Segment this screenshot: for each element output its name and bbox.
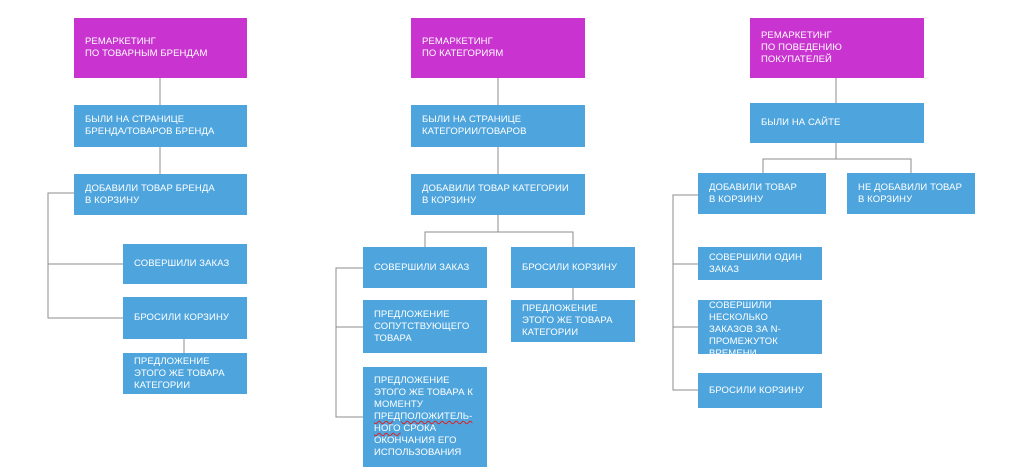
- header-brand-remarketing: Ремаркетинг по товарным брендам: [74, 18, 247, 78]
- offer-timed-text: Предложениеэтого же товара кмоментупредп…: [374, 375, 474, 458]
- node-added-to-cart: Добавили товар в корзину: [698, 173, 826, 214]
- node-category-offer-same: Предложение этого же товара категории: [511, 300, 635, 342]
- node-site-visit: Были на сайте: [750, 103, 924, 143]
- node-brand-abandoned-cart: Бросили корзину: [123, 297, 247, 339]
- header-behavior-remarketing: Ремаркетинг по поведению покупателей: [750, 18, 924, 78]
- node-category-abandoned-cart: Бросили корзину: [511, 247, 635, 288]
- node-brand-added-to-cart: Добавили товар бренда в корзину: [74, 174, 247, 215]
- node-category-page-visit: Были на странице категории/товаров: [411, 105, 585, 147]
- node-abandoned-cart: Бросили корзину: [698, 373, 822, 408]
- node-category-added-to-cart: Добавили товар категории в корзину: [411, 174, 585, 215]
- node-category-offer-timed: Предложениеэтого же товара кмоментупредп…: [363, 367, 487, 467]
- node-category-ordered: Совершили заказ: [363, 247, 487, 288]
- node-brand-page-visit: Были на странице бренда/товаров бренда: [74, 105, 247, 147]
- node-category-offer-related: Предложение сопутствующего товара: [363, 300, 487, 353]
- node-brand-ordered: Совершили заказ: [123, 244, 247, 284]
- node-brand-offer-same-category: Предложение этого же товара категории: [123, 353, 247, 394]
- node-multiple-orders: Совершили несколько заказов за N- промеж…: [698, 300, 822, 354]
- spellcheck-underlined-word: предположитель- ного: [374, 411, 473, 434]
- header-category-remarketing: Ремаркетинг по категориям: [411, 18, 585, 78]
- node-not-added-to-cart: Не добавили товар в корзину: [847, 173, 975, 214]
- node-one-order: Совершили один заказ: [698, 247, 822, 280]
